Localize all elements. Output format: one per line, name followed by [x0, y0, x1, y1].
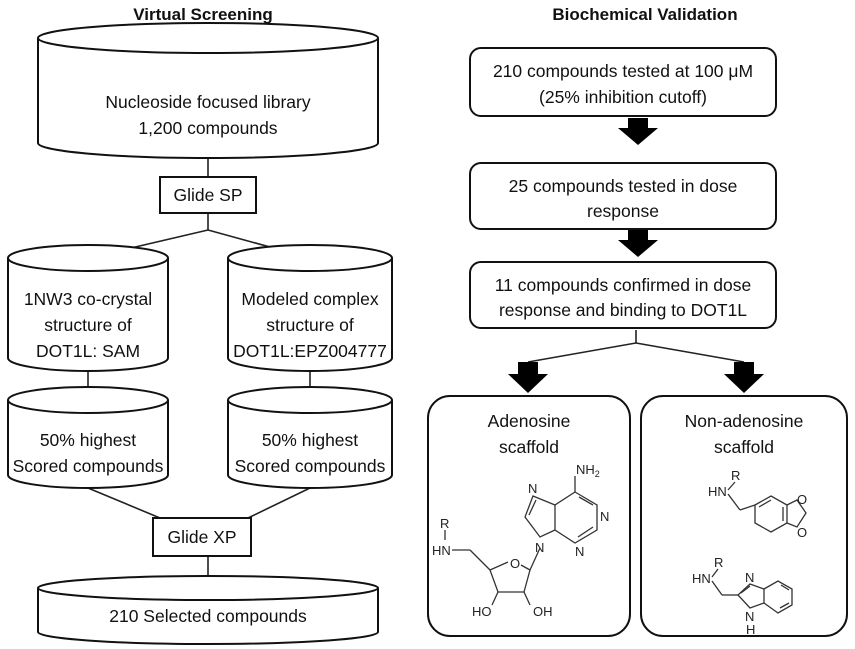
filter-left-cylinder: 50% highest Scored compounds: [7, 386, 169, 489]
nh2-label: NH2: [576, 462, 600, 479]
structure-left-label-1: 1NW3 co-crystal: [24, 289, 152, 309]
adenosine-panel: Adenosine scaffold NH2 N N N N O OH H: [427, 395, 631, 637]
down-arrow-1: [618, 118, 658, 145]
structure-right-label-1: Modeled complex: [241, 289, 378, 309]
filter-right-cylinder: 50% highest Scored compounds: [227, 386, 393, 489]
hn2-label: HN: [692, 571, 711, 586]
n1-label: N: [600, 509, 609, 524]
nh-n-label: N: [745, 609, 754, 624]
non-adenosine-panel: Non-adenosine scaffold R HN O O R HN: [640, 395, 848, 637]
filter-right-label-1: 50% highest: [262, 430, 358, 450]
structure-left-label-3: DOT1L: SAM: [36, 341, 140, 361]
benzimidazole-structure: R HN N N H: [692, 555, 793, 637]
adenosine-structure: NH2 N N N N O OH HO HN R: [432, 462, 609, 619]
n-label: N: [745, 570, 754, 585]
down-arrow-2: [618, 230, 658, 257]
structure-left-cylinder: 1NW3 co-crystal structure of DOT1L: SAM: [7, 244, 169, 372]
n3-label: N: [575, 544, 584, 559]
selected-label: 210 Selected compounds: [109, 606, 307, 626]
n9-label: N: [535, 540, 544, 555]
biochemical-validation-title: Biochemical Validation: [552, 5, 737, 24]
ho-label: HO: [472, 604, 492, 619]
hn-label: HN: [432, 543, 451, 558]
step2-label-1: 25 compounds tested in dose: [509, 176, 738, 196]
step1-label-1: 210 compounds tested at 100 μM: [493, 61, 753, 81]
step2-label-2: response: [587, 201, 659, 221]
step3-label-1: 11 compounds confirmed in dose: [495, 275, 752, 295]
selected-cylinder: 210 Selected compounds: [37, 575, 379, 645]
structure-right-cylinder: Modeled complex structure of DOT1L:EPZ00…: [227, 244, 393, 372]
split-connector: [527, 330, 745, 363]
step3-box: 11 compounds confirmed in dose response …: [469, 261, 777, 329]
step2-box: 25 compounds tested in dose response: [469, 162, 777, 230]
r2-label: R: [714, 555, 723, 570]
oh-label: OH: [533, 604, 553, 619]
structure-right-label-2: structure of: [266, 315, 354, 335]
filter-right-label-2: Scored compounds: [235, 456, 386, 476]
down-arrow-non-adenosine: [724, 362, 764, 393]
r-label: R: [440, 516, 449, 531]
filter-left-label-1: 50% highest: [40, 430, 136, 450]
filter-left-label-2: Scored compounds: [13, 456, 164, 476]
glide-sp-label: Glide SP: [173, 185, 242, 205]
n7-label: N: [528, 481, 537, 496]
glide-sp-box: Glide SP: [159, 176, 257, 214]
ring-oxygen-label: O: [510, 556, 520, 571]
library-label-2: 1,200 compounds: [138, 118, 277, 138]
adenosine-title-2: scaffold: [499, 437, 559, 457]
glide-xp-box: Glide XP: [152, 517, 252, 557]
step3-label-2: response and binding to DOT1L: [499, 300, 747, 320]
adenosine-title-1: Adenosine: [488, 411, 571, 431]
structure-left-label-2: structure of: [44, 315, 132, 335]
structure-right-label-3: DOT1L:EPZ004777: [233, 341, 387, 361]
o1-label: O: [797, 492, 807, 507]
virtual-screening-title: Virtual Screening: [133, 5, 273, 24]
down-arrow-adenosine: [508, 362, 548, 393]
glide-xp-label: Glide XP: [167, 527, 236, 547]
o2-label: O: [797, 525, 807, 540]
step1-box: 210 compounds tested at 100 μM (25% inhi…: [469, 47, 777, 117]
r1-label: R: [731, 468, 740, 483]
non-adenosine-title-1: Non-adenosine: [685, 411, 804, 431]
step1-label-2: (25% inhibition cutoff): [539, 87, 707, 107]
non-adenosine-title-2: scaffold: [714, 437, 774, 457]
hn1-label: HN: [708, 484, 727, 499]
library-label-1: Nucleoside focused library: [105, 92, 310, 112]
library-cylinder: Nucleoside focused library 1,200 compoun…: [37, 22, 379, 159]
nh-h-label: H: [746, 622, 755, 637]
benzodioxole-structure: R HN O O: [708, 468, 807, 540]
